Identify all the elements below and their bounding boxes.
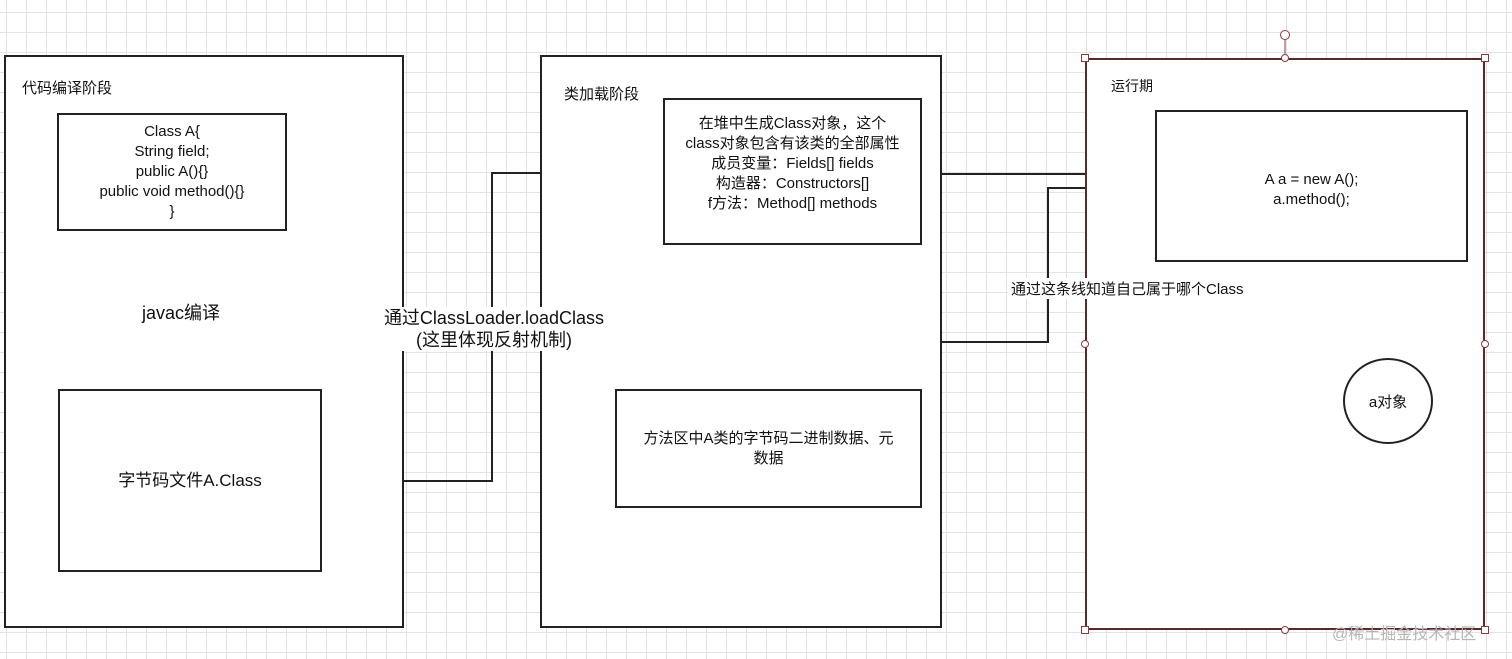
rotate-handle[interactable]: [1280, 30, 1290, 40]
watermark: @稀土掘金技术社区: [1332, 626, 1477, 643]
resize-handle-right[interactable]: [1481, 340, 1489, 348]
a-object-node[interactable]: a对象: [1343, 358, 1433, 444]
method-area-line: 方法区中A类的字节码二进制数据、元: [643, 429, 894, 447]
code-line: Class A{: [144, 123, 200, 140]
resize-handle-left[interactable]: [1081, 340, 1089, 348]
classloader-label-line2: (这里体现反射机制): [416, 330, 572, 350]
heap-line: f方法：Method[] methods: [707, 195, 878, 212]
class-link-label: 通过这条线知道自己属于哪个Class: [1008, 278, 1247, 299]
classload-stage-title: 类加载阶段: [564, 86, 640, 103]
code-line: String field;: [134, 143, 210, 160]
compile-stage-title: 代码编译阶段: [22, 80, 113, 97]
method-area-box[interactable]: 方法区中A类的字节码二进制数据、元 数据: [615, 389, 922, 508]
runtime-code-line: a.method();: [1273, 191, 1350, 208]
resize-handle-top-right[interactable]: [1481, 54, 1489, 62]
code-line: }: [169, 203, 175, 220]
bytecode-file-box[interactable]: 字节码文件A.Class: [58, 389, 322, 572]
resize-handle-top-left[interactable]: [1081, 54, 1089, 62]
compile-label: javac编译: [126, 302, 236, 324]
bytecode-file-label: 字节码文件A.Class: [118, 470, 262, 490]
heap-line: 构造器：Constructors[]: [715, 175, 870, 192]
heap-line: 成员变量：Fields[] fields: [711, 155, 874, 172]
resize-handle-bottom-left[interactable]: [1081, 626, 1089, 634]
heap-line: 在堆中生成Class对象，这个: [698, 115, 887, 132]
resize-handle-top[interactable]: [1281, 54, 1289, 62]
code-line: public A(){}: [135, 163, 209, 180]
code-line: public void method(){}: [99, 183, 245, 200]
heap-line: class对象包含有该类的全部属性: [685, 135, 900, 152]
class-source-box[interactable]: Class A{ String field; public A(){} publ…: [57, 113, 287, 231]
resize-handle-bottom[interactable]: [1281, 626, 1289, 634]
classloader-label-line1: 通过ClassLoader.loadClass: [383, 308, 605, 328]
runtime-code-box[interactable]: A a = new A(); a.method();: [1155, 110, 1468, 262]
resize-handle-bottom-right[interactable]: [1481, 626, 1489, 634]
runtime-stage-title: 运行期: [1111, 78, 1153, 94]
classloader-label: 通过ClassLoader.loadClass (这里体现反射机制): [376, 307, 612, 351]
runtime-code-line: A a = new A();: [1264, 171, 1359, 188]
a-object-label: a对象: [1368, 393, 1408, 411]
heap-class-object-box[interactable]: 在堆中生成Class对象，这个 class对象包含有该类的全部属性 成员变量：F…: [663, 98, 922, 245]
method-area-line: 数据: [753, 449, 784, 467]
